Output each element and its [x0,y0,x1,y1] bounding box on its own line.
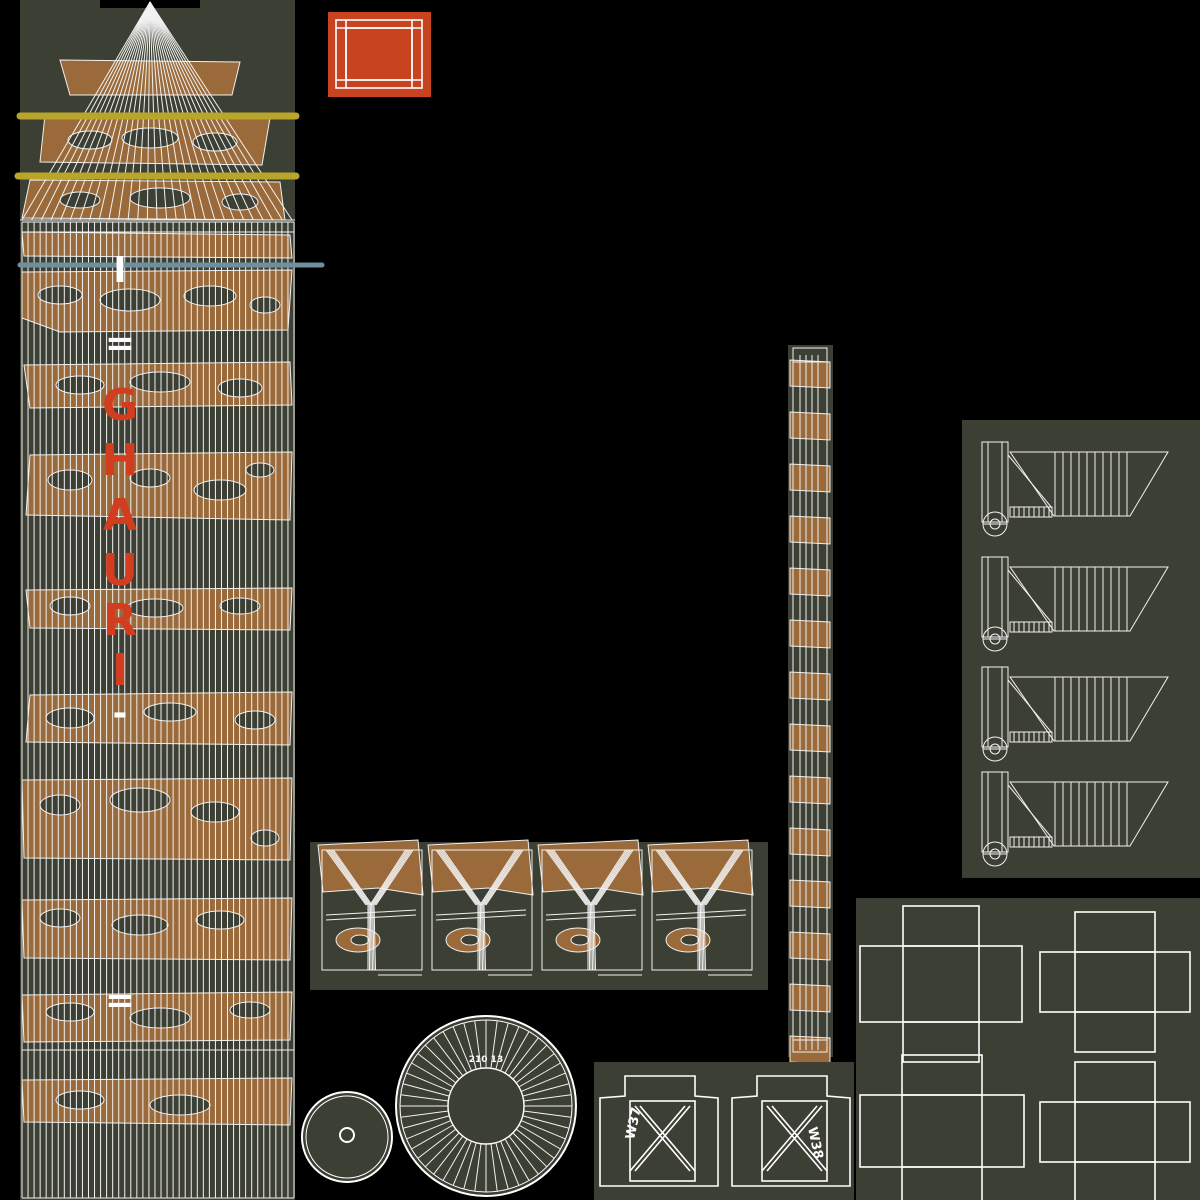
plate-unwrap [599,1075,719,1187]
plate-unwrap [731,1075,851,1187]
large-wheel: 210 13 [395,1015,577,1197]
hull-fan-wireframe [20,1,295,221]
plate-label-right: W38 [804,1126,825,1161]
hull-mark-suffix: = [105,980,135,1021]
small-wheel [301,1091,393,1183]
plate-label-left: W37 [623,1106,644,1141]
hull-grid-wireframe [21,221,295,1199]
hull-mark-7: R [103,595,137,646]
hull-mark-4: H [102,435,139,486]
hull-mark-8: I [112,645,128,696]
hull-mark-1: I [113,250,126,291]
hull-marking: I = G H A U R I - = [102,250,139,1021]
hull-mark-9: - [113,693,128,734]
box-unwrap [859,1054,1025,1200]
hull-mark-3: G [102,380,138,431]
hull-strip: I = G H A U R I - = [14,0,325,1200]
bracket-unwrap [981,441,1169,537]
red-decal [328,12,431,97]
plate-panel: W37 W38 [594,1062,854,1200]
box-unwrap [859,905,1023,1063]
box-unwrap [1039,911,1191,1053]
suspension-panels [310,839,768,990]
bracket-unwrap [981,666,1169,762]
bracket-unwrap [981,771,1169,867]
hull-mark-6: U [102,545,138,596]
box-unwrap [1039,1061,1191,1200]
box-unwraps [856,898,1200,1200]
hull-mark-2: = [105,323,135,364]
bracket-unwrap [981,556,1169,652]
hull-mark-5: A [103,490,137,541]
bracket-panel [962,420,1200,878]
skirt-strip [788,345,833,1065]
